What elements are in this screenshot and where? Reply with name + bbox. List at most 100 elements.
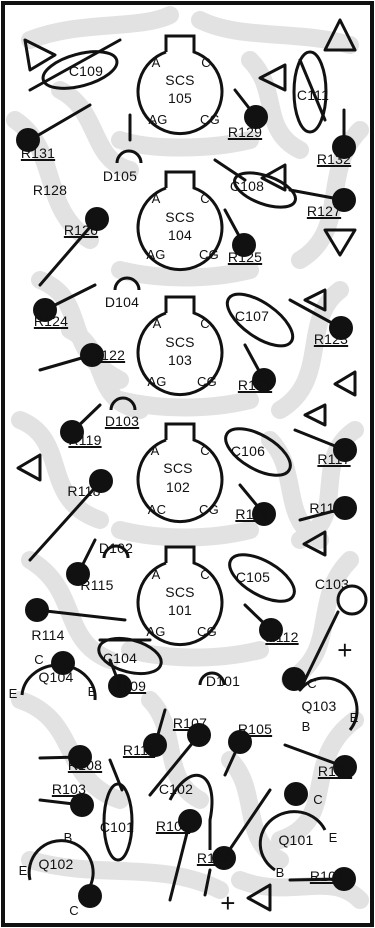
- lead-26: [153, 708, 167, 747]
- tri-c106: [303, 403, 327, 427]
- tri-top-right: [323, 18, 357, 52]
- scs105-number: 105: [168, 90, 192, 106]
- scs103-number: 103: [168, 352, 192, 368]
- trace-1: [21, 6, 179, 49]
- diode-d101: [198, 671, 226, 686]
- label-c108: C108: [229, 178, 265, 194]
- lead-17: [28, 479, 103, 562]
- scs103-pin-c: C: [200, 316, 210, 331]
- tri-c107: [303, 288, 327, 312]
- label-r104: R104: [155, 818, 191, 834]
- scs102-pin-c: C: [200, 443, 210, 458]
- label-r123: R123: [313, 331, 349, 347]
- label-r114: R114: [31, 627, 65, 643]
- tri-top-left: [23, 38, 57, 72]
- label-c103: C103: [314, 576, 350, 592]
- q102-pin-e: E: [18, 863, 28, 878]
- diode-d103: [109, 396, 137, 411]
- label-r112: R112: [265, 629, 299, 645]
- label-c102: C102: [158, 781, 194, 797]
- lead-18: [238, 483, 266, 516]
- lead-23: [298, 610, 340, 692]
- capacitor-c107: [225, 292, 295, 348]
- scs104-pin-cg: CG: [199, 247, 219, 262]
- trace-13: [21, 851, 229, 899]
- trace-19: [121, 641, 269, 667]
- tri-c108: [260, 163, 287, 192]
- q101-pin-e: E: [328, 830, 338, 845]
- scs-socket-3: [136, 295, 224, 397]
- trace-6: [271, 281, 349, 419]
- q103-pin-b: B: [301, 719, 311, 734]
- q102-pin-b: B: [63, 830, 73, 845]
- lead-29: [38, 755, 82, 760]
- capacitor-c106: [224, 427, 292, 477]
- label-r115: R115: [80, 577, 114, 593]
- tri-c111: [258, 63, 287, 92]
- label-d105: D105: [102, 168, 138, 184]
- tri-mid-right: [323, 228, 357, 257]
- scs102-pin-a: A: [150, 443, 160, 458]
- transistor-q101-outline: [258, 810, 327, 872]
- trace-22: [61, 321, 149, 419]
- lead-33: [222, 788, 272, 860]
- label-r124: R124: [33, 313, 69, 329]
- label-r132: R132: [316, 151, 352, 167]
- trace-25: [221, 751, 289, 869]
- lead-34: [288, 877, 346, 882]
- transistor-q104-outline: [20, 663, 97, 701]
- capacitor-c111: [292, 50, 328, 134]
- label-q104: Q104: [38, 669, 74, 685]
- scs102-pin-cg: CG: [199, 502, 219, 517]
- scs101-pin-a: A: [151, 567, 161, 582]
- transistor-q102-outline: [27, 839, 95, 891]
- pad-q101-c: [284, 782, 308, 806]
- scs102-pin-ac: AC: [147, 502, 167, 517]
- lead-2: [28, 103, 92, 142]
- lead-21: [35, 608, 127, 622]
- label-r129: R129: [227, 124, 263, 140]
- scs105-type: SCS: [165, 72, 195, 88]
- q104-pin-c: C: [34, 652, 44, 667]
- q104-pin-b: B: [87, 684, 97, 699]
- lead-20: [76, 538, 97, 576]
- label-r118: R118: [67, 483, 101, 499]
- trace-18: [111, 521, 259, 547]
- trace-24: [141, 691, 209, 809]
- label-r105: R105: [237, 721, 273, 737]
- diode-d104: [113, 276, 141, 291]
- scs103-pin-ag: AG: [147, 374, 167, 389]
- label-r125: R125: [227, 249, 263, 265]
- label-r126: R126: [63, 222, 99, 238]
- capacitor-c108: [233, 171, 297, 209]
- pad-q103-c: [282, 667, 306, 691]
- label-r106: R106: [317, 763, 353, 779]
- label-r128: R128: [32, 182, 68, 198]
- label-q103: Q103: [301, 698, 337, 714]
- label-d102: D102: [98, 540, 134, 556]
- trace-12: [271, 711, 364, 849]
- label-d104: D104: [104, 294, 140, 310]
- trace-23: [261, 431, 329, 549]
- scs101-pin-ag: AG: [146, 624, 166, 639]
- label-r121: R121: [237, 377, 273, 393]
- q104-pin-e: E: [8, 686, 18, 701]
- label-r131: R131: [20, 145, 56, 161]
- trace-11: [11, 691, 129, 809]
- scs101-number: 101: [168, 602, 192, 618]
- scs105-pin-c: C: [201, 55, 211, 70]
- label-r117: R117: [317, 451, 351, 467]
- label-r113: R113: [309, 500, 343, 516]
- scs104-type: SCS: [165, 209, 195, 225]
- lead-35: [203, 868, 212, 897]
- pad-q102-c: [78, 884, 102, 908]
- scs101-pin-c: C: [200, 567, 210, 582]
- capacitor-c109: [41, 50, 119, 90]
- scs-socket-1: [136, 545, 224, 647]
- trace-20: [51, 81, 139, 179]
- label-r127: R127: [306, 203, 342, 219]
- pad-r131: [16, 128, 40, 152]
- scs101-type: SCS: [165, 584, 195, 600]
- trace-15: [111, 131, 259, 157]
